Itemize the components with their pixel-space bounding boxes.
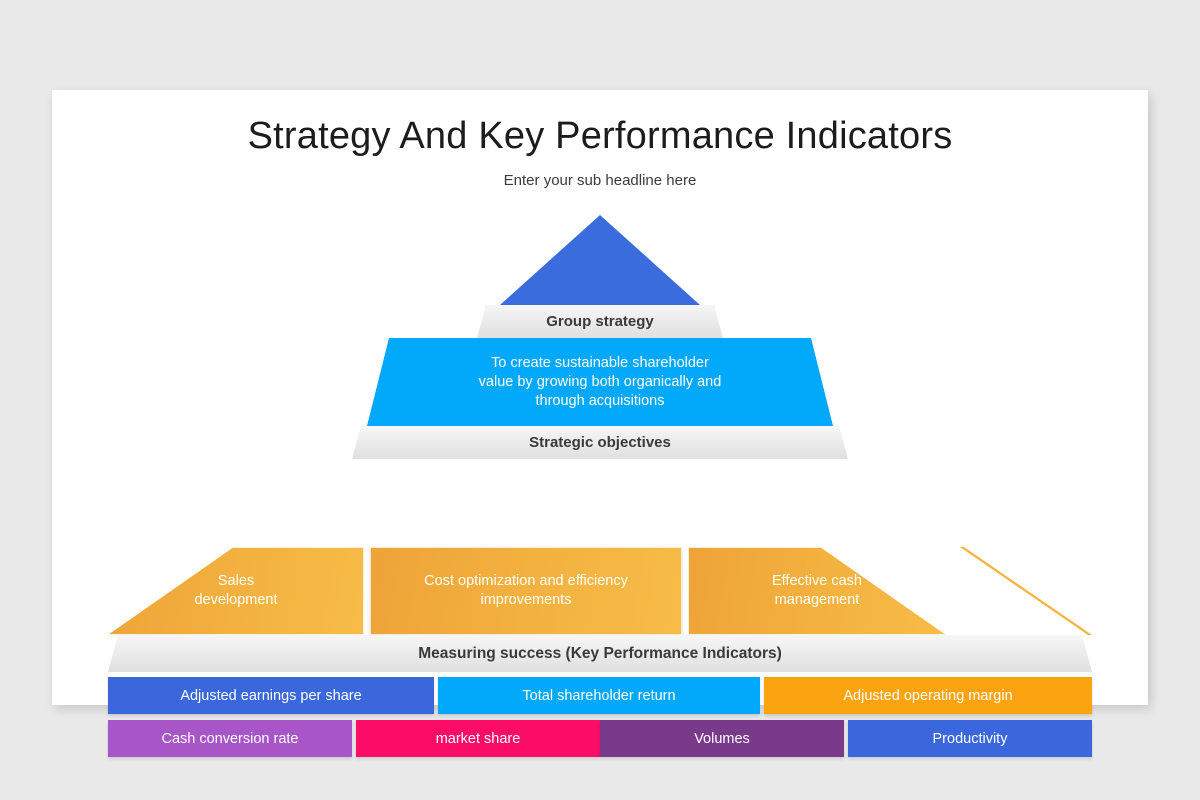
kpi-cell-total-shareholder-return[interactable]: Total shareholder return [438,677,760,714]
band-strategic-objectives-label: Strategic objectives [529,434,671,451]
tier-strategic-objectives: Sales development Cost optimization and … [108,547,1092,635]
pyramid-apex-triangle[interactable] [500,215,700,305]
kpi-cell-volumes[interactable]: Volumes [600,720,844,757]
objective-label: Effective cash management [771,573,862,608]
kpi-label: market share [435,730,521,747]
kpi-cell-market-share[interactable]: market share [356,720,600,757]
kpi-label: Productivity [932,730,1008,747]
kpi-label: Adjusted operating margin [843,687,1013,704]
kpi-cell-adjusted-earnings-per-share[interactable]: Adjusted earnings per share [108,677,434,714]
objective-label: Sales development [194,573,278,608]
tier-group-strategy-text: To create sustainable shareholder value … [478,354,722,409]
band-strategic-objectives[interactable]: Strategic objectives [352,426,848,459]
objective-cell-cost-optimization[interactable]: Cost optimization and efficiency improve… [370,547,682,635]
band-measuring-success[interactable]: Measuring success (Key Performance Indic… [108,635,1092,672]
kpi-label: Volumes [694,730,750,747]
page-subtitle: Enter your sub headline here [503,172,697,189]
kpi-rows: Adjusted earnings per share Total shareh… [108,677,1092,763]
slide-card: Strategy And Key Performance Indicators … [52,90,1148,757]
kpi-cell-productivity[interactable]: Productivity [848,720,1092,757]
kpi-cell-adjusted-operating-margin[interactable]: Adjusted operating margin [764,677,1092,714]
band-group-strategy-label: Group strategy [546,313,654,330]
pyramid-diagram: Group strategy To create sustainable sha… [52,215,1148,757]
objective-cell-sales-development[interactable]: Sales development [108,547,364,635]
kpi-cell-cash-conversion-rate[interactable]: Cash conversion rate [108,720,352,757]
band-measuring-success-label: Measuring success (Key Performance Indic… [418,644,782,662]
objective-cell-cash-management[interactable]: Effective cash management [688,547,946,635]
kpi-row-primary: Adjusted earnings per share Total shareh… [108,677,1092,714]
kpi-label: Cash conversion rate [161,730,299,747]
band-group-strategy[interactable]: Group strategy [477,305,723,338]
kpi-label: Adjusted earnings per share [180,687,362,704]
kpi-row-secondary: Cash conversion rate market share Volume… [108,720,1092,757]
objective-label: Cost optimization and efficiency improve… [424,573,628,608]
page-title: Strategy And Key Performance Indicators [247,115,953,157]
kpi-label: Total shareholder return [522,687,676,704]
tier-group-strategy-statement[interactable]: To create sustainable shareholder value … [367,338,833,426]
